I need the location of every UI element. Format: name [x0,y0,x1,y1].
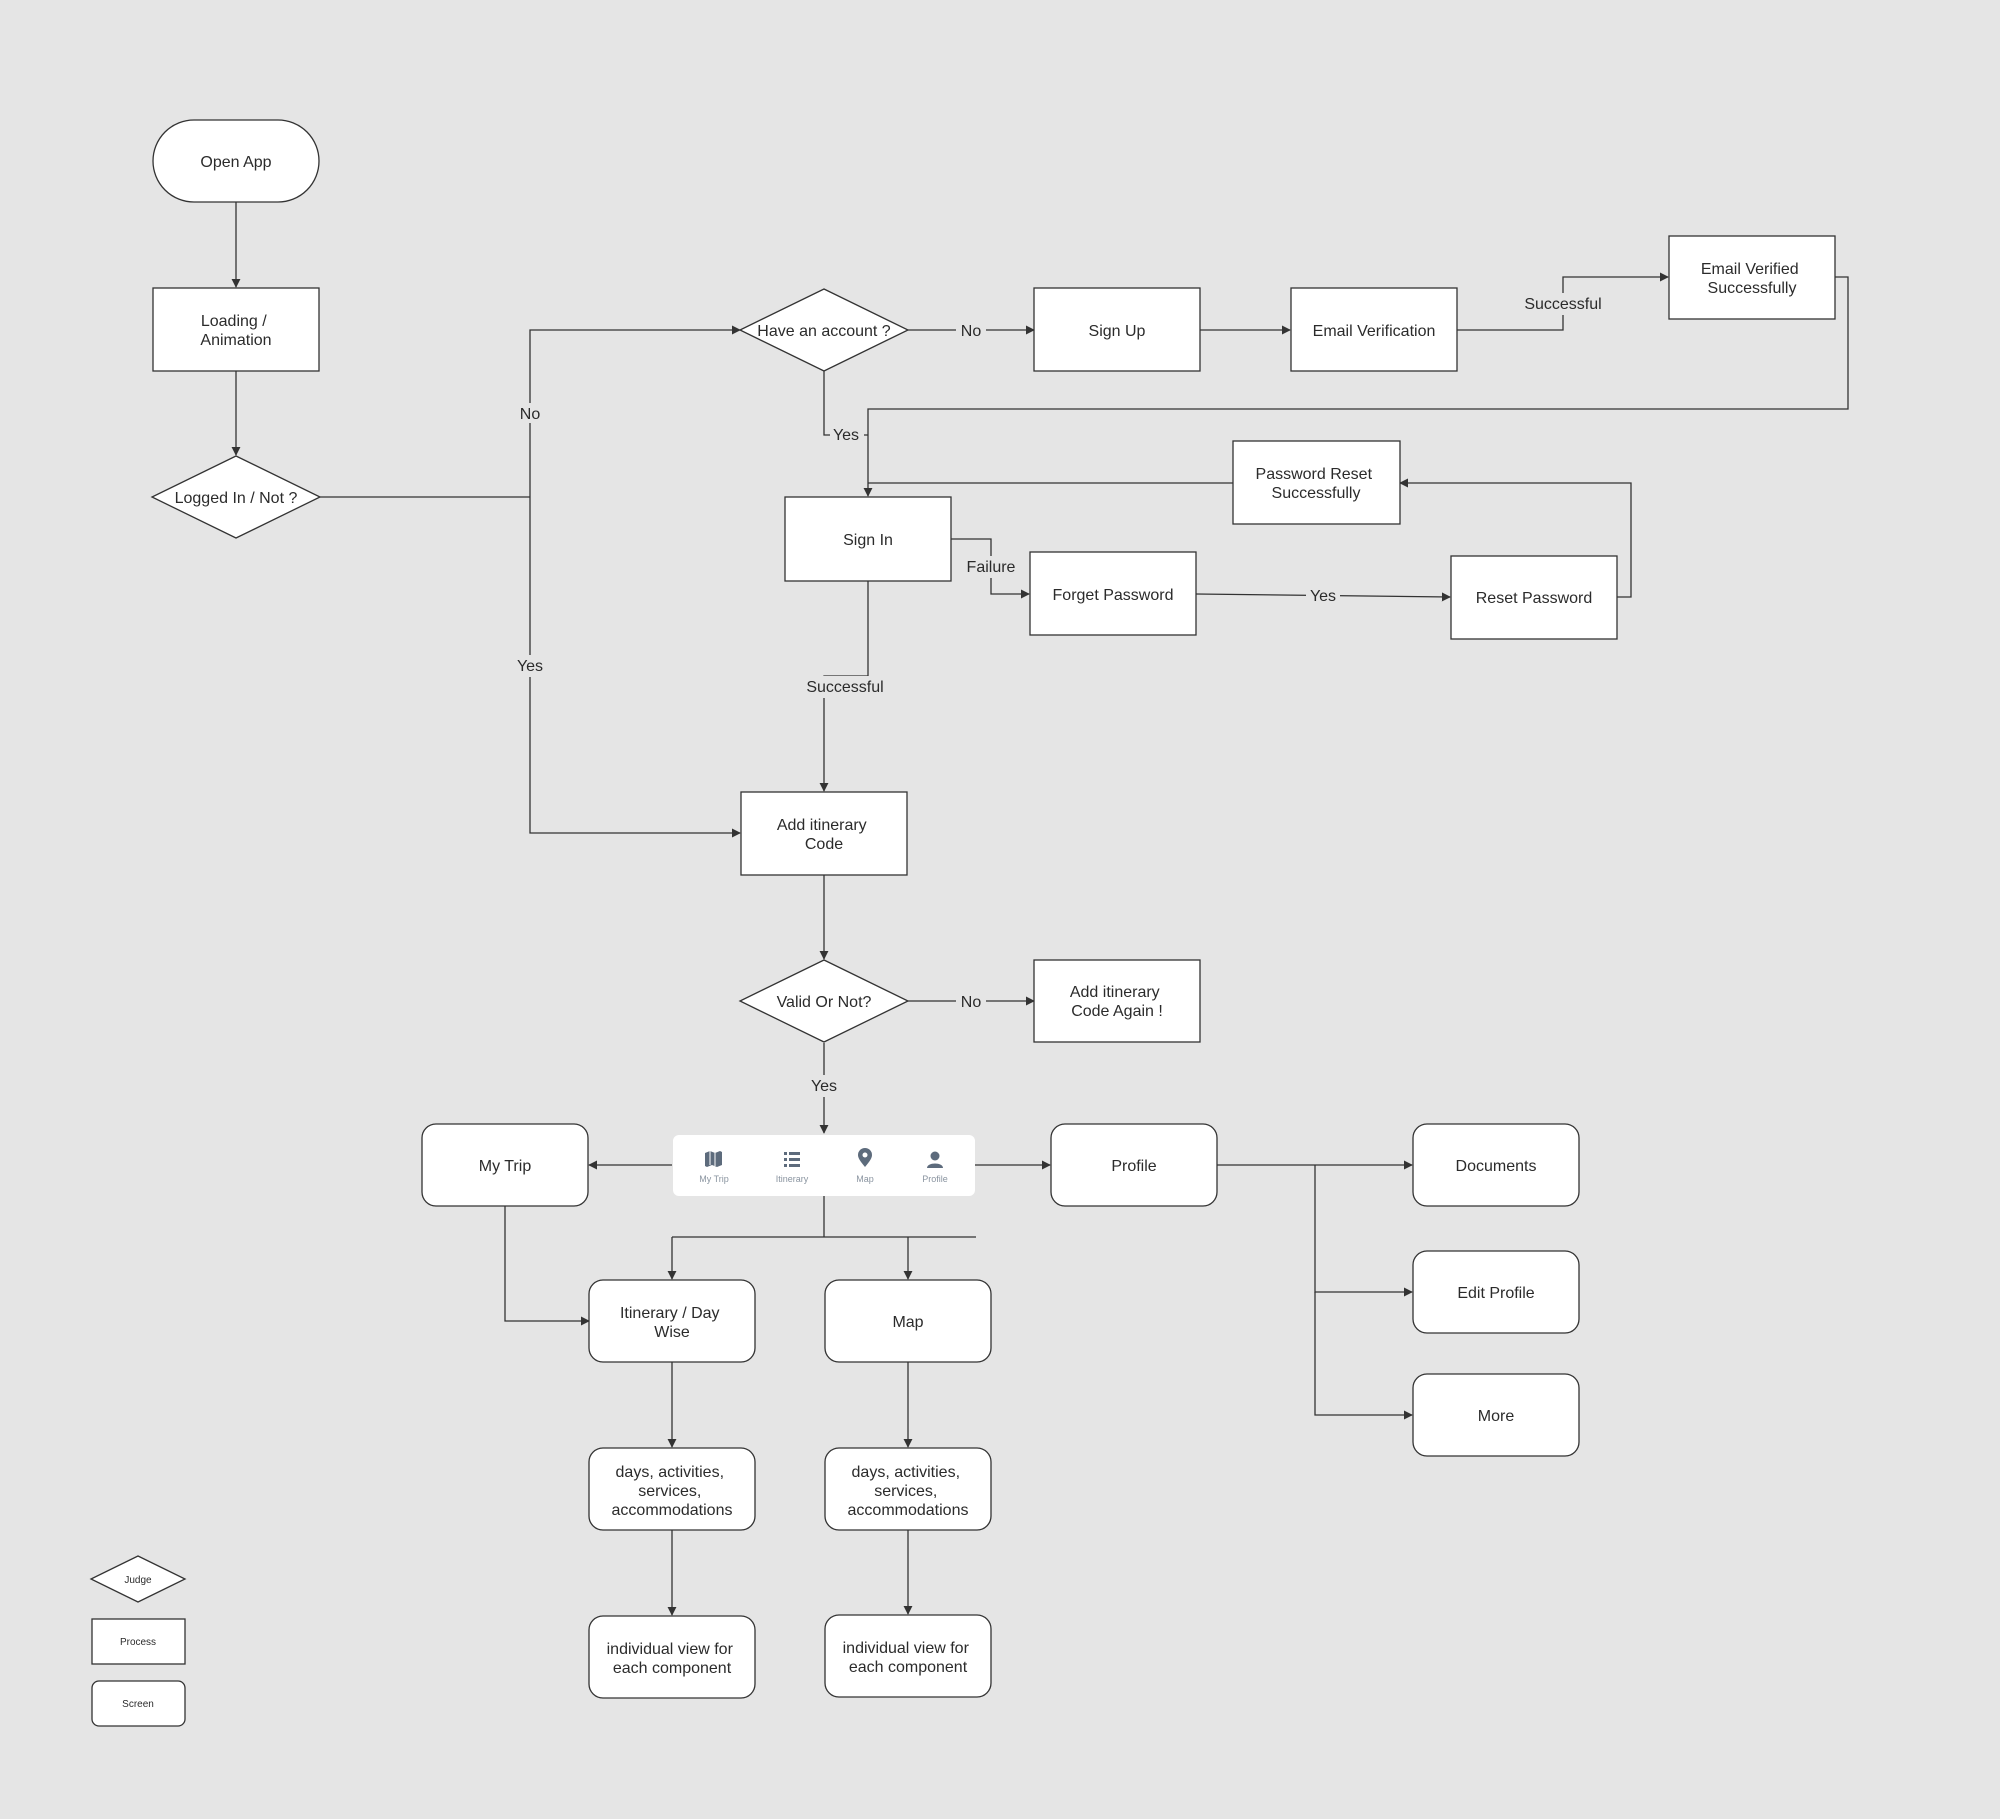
node-label: More [1478,1408,1515,1425]
node-days-activities-left [588,1447,756,1531]
edge-label-successful: Successful [806,679,883,696]
node-label: Valid Or Not? [777,994,872,1011]
node-loading [152,287,320,372]
node-label: individual view for each component [607,1641,738,1677]
tab-profile: Profile [922,1151,948,1184]
node-label: Loading / Animation [200,313,271,349]
tab-bar-background [673,1135,975,1196]
edge-mytrip-itinerary [504,1206,590,1326]
node-have-account-decision [738,288,910,372]
tab-my-trip: My Trip [699,1151,729,1184]
node-label: Sign In [843,532,893,549]
node-label: Itinerary / Day Wise [620,1305,724,1341]
map-icon [705,1151,722,1167]
node-label: Have an account ? [757,323,891,340]
edge-label-yes: Yes [811,1078,837,1095]
node-label: days, activities, services, accommodatio… [612,1464,733,1519]
node-email-verification [1290,287,1458,372]
node-add-itinerary-again [1033,959,1201,1043]
edge-label-no: No [961,994,982,1011]
node-label: Documents [1456,1158,1537,1175]
node-label: Profile [1111,1158,1156,1175]
legend-screen-shape [91,1680,186,1727]
node-label: Add itinerary Code Again ! [1070,984,1164,1020]
edge-labels: No No Yes Yes Successful Failure Yes Suc… [513,293,1605,1097]
edge-label-no: No [961,323,982,340]
edge-label-yes: Yes [517,658,543,675]
edge-profile-more [1314,1292,1413,1420]
node-sign-up [1033,287,1201,372]
nodes: Open App Loading / Animation Logged In /… [150,119,1836,1699]
edge-tab-itinerary [672,1236,976,1279]
edge-verified-to-signin [863,276,1849,497]
node-edit-profile [1412,1250,1580,1334]
node-label: Email Verification [1313,323,1436,340]
node-label: Reset Password [1476,590,1593,607]
tab-map: Map [856,1148,874,1184]
node-label: Open App [200,154,271,171]
node-label: Email Verified Successfully [1701,261,1803,297]
node-forget-password [1029,551,1197,636]
node-label: Password Reset Successfully [1256,466,1377,502]
legend-process-shape [91,1618,186,1665]
list-icon [784,1152,800,1167]
edge-label-successful: Successful [1524,296,1601,313]
node-label: individual view for each component [843,1640,974,1676]
node-profile [1050,1123,1218,1207]
legend-judge-shape [89,1555,187,1603]
tab-label: Itinerary [776,1174,809,1184]
node-label: Map [892,1314,923,1331]
node-add-itinerary [740,791,908,876]
tab-label: My Trip [699,1174,729,1184]
edge-label-no: No [520,406,541,423]
node-map [824,1279,992,1363]
legend: Judge Process Screen [89,1555,187,1727]
node-reset-password [1450,555,1618,640]
edge-reset-to-pwsuccess [1399,478,1632,598]
legend-screen-label: Screen [122,1699,154,1710]
node-individual-view-right [824,1614,992,1698]
person-icon [927,1151,943,1168]
node-label: Forget Password [1053,587,1174,604]
edge-logged-yes [529,497,741,838]
node-label: Sign Up [1089,323,1146,340]
tab-itinerary: Itinerary [776,1152,809,1184]
node-days-activities-right [824,1447,992,1531]
node-email-verified [1668,235,1836,320]
node-label: days, activities, services, accommodatio… [848,1464,969,1519]
node-itinerary-day-wise [588,1279,756,1363]
node-label: My Trip [479,1158,532,1175]
node-sign-in [784,496,952,582]
node-open-app [152,119,320,203]
tab-label: Profile [922,1174,948,1184]
legend-process-label: Process [120,1637,156,1648]
edge-logged-no [529,325,741,497]
tab-bar: My Trip Itinerary Map [673,1135,975,1196]
node-logged-in-decision [150,455,322,539]
tab-label: Map [856,1174,874,1184]
edge-label-yes: Yes [833,427,859,444]
node-documents [1412,1123,1580,1207]
node-password-reset-success [1232,440,1401,525]
node-my-trip [421,1123,589,1207]
legend-judge-label: Judge [124,1575,152,1586]
node-more [1412,1373,1580,1457]
node-individual-view-left [588,1615,756,1699]
node-label: Edit Profile [1457,1285,1534,1302]
edge-label-failure: Failure [967,559,1016,576]
edge-profile-edit [1314,1165,1413,1297]
node-valid-decision [738,959,910,1043]
node-label: Add itinerary Code [777,817,871,853]
node-label: Logged In / Not ? [175,490,298,507]
edge-label-yes: Yes [1310,588,1336,605]
edges [231,202,1849,1616]
